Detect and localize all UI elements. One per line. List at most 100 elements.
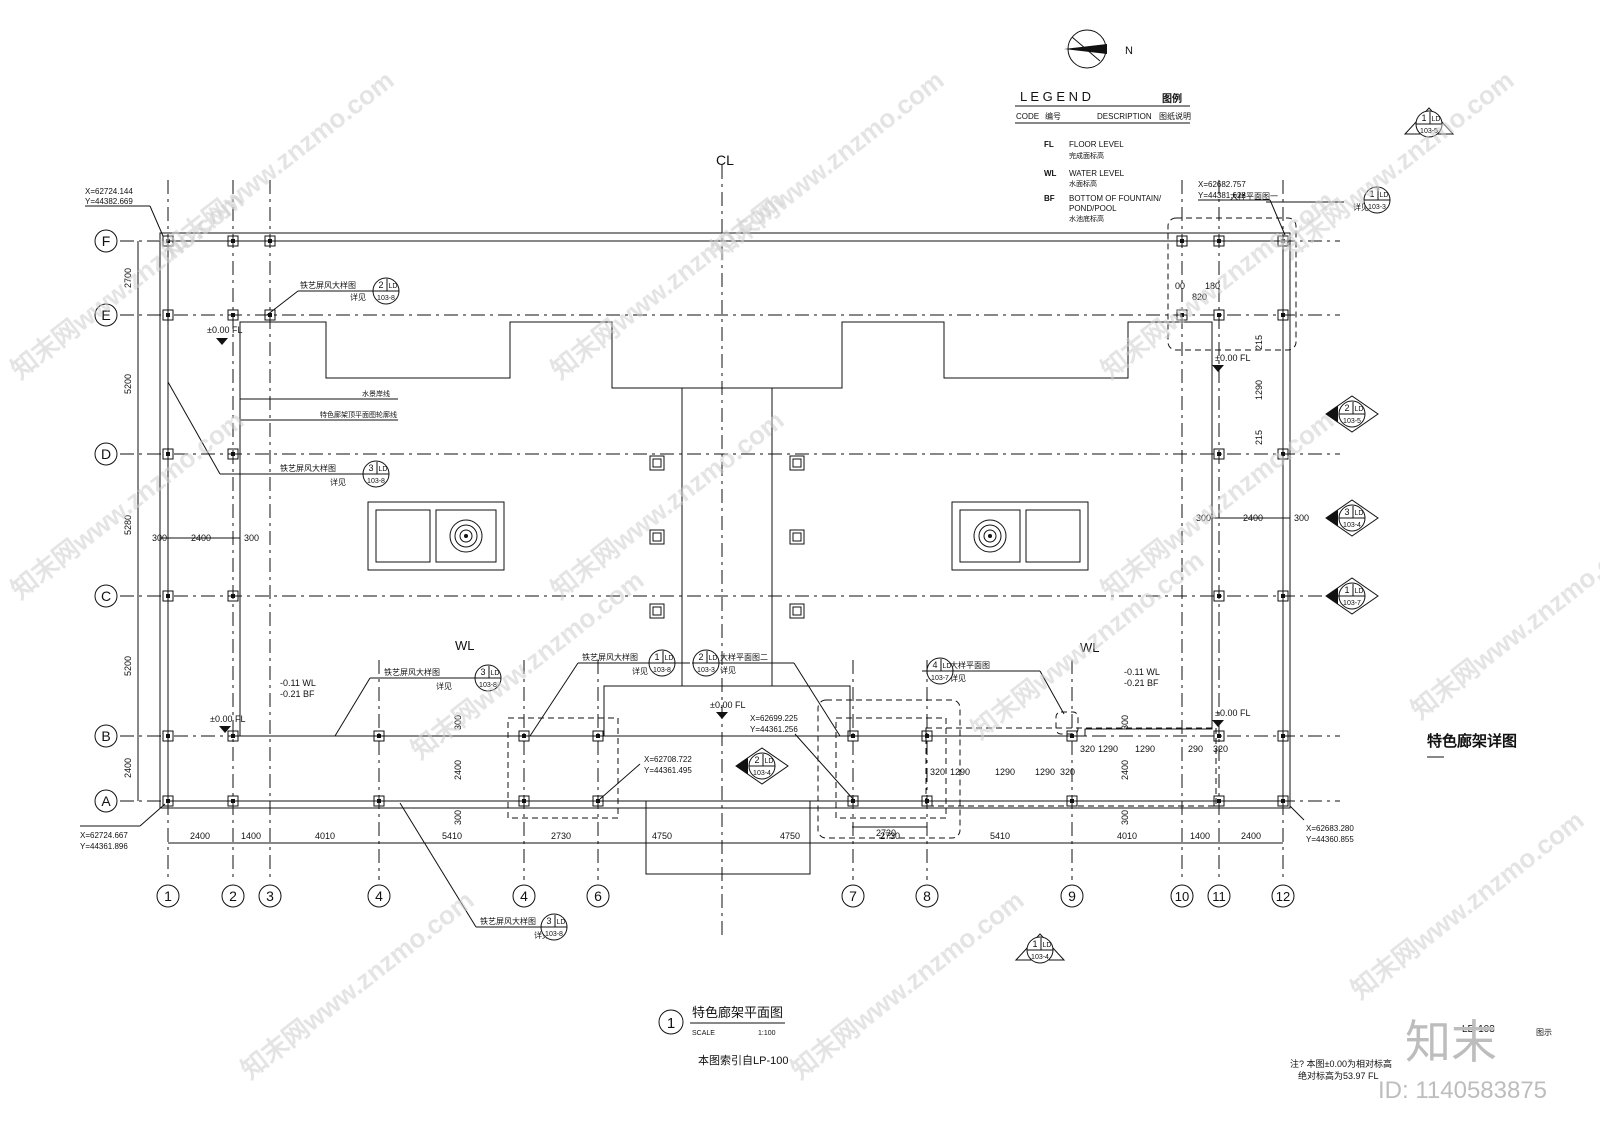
svg-text:Y=44361.256: Y=44361.256 <box>750 725 798 734</box>
column-post-core <box>1281 734 1285 738</box>
legend-title-cn: 图例 <box>1162 92 1182 105</box>
svg-text:2: 2 <box>1344 403 1349 413</box>
svg-text:-0.21 BF: -0.21 BF <box>1124 678 1159 688</box>
grid-row-bubble: F <box>94 229 118 253</box>
column-post <box>592 795 604 807</box>
svg-text:1290: 1290 <box>1254 380 1264 400</box>
svg-text:特色廊架平面图: 特色廊架平面图 <box>692 1005 783 1020</box>
svg-text:Y=44382.669: Y=44382.669 <box>85 197 133 206</box>
column-post <box>162 448 174 460</box>
column-post-core <box>851 734 855 738</box>
column-post-core <box>231 799 235 803</box>
column-post <box>847 795 859 807</box>
grid-row-bubble: B <box>94 724 118 748</box>
svg-text:Y=44361.896: Y=44361.896 <box>80 842 128 851</box>
svg-text:2400: 2400 <box>190 831 210 841</box>
row-dimensions: 2700 5200 5280 5200 2400 <box>123 241 139 801</box>
watermarks: 知末网www.znzmo.com知末网www.znzmo.com知末网www.z… <box>5 65 1600 1085</box>
svg-text:300: 300 <box>1120 715 1130 730</box>
column-post-core <box>1217 239 1221 243</box>
column-post <box>162 730 174 742</box>
svg-text:103-3: 103-3 <box>697 667 715 674</box>
svg-text:2400: 2400 <box>191 533 211 543</box>
svg-text:2730: 2730 <box>876 828 896 838</box>
north-arrow-icon: N <box>1064 29 1133 69</box>
svg-text:4: 4 <box>932 660 937 670</box>
column-post-core <box>522 734 526 738</box>
columns <box>162 235 1289 807</box>
svg-text:LD: LD <box>557 919 566 926</box>
column-post <box>1277 795 1289 807</box>
svg-text:1: 1 <box>667 1015 675 1032</box>
svg-text:LD: LD <box>1355 588 1364 595</box>
svg-text:1400: 1400 <box>1190 831 1210 841</box>
svg-text:300: 300 <box>244 533 259 543</box>
column-post <box>1213 235 1225 247</box>
grid-col-bubble: 7 <box>841 884 865 908</box>
grid-row-bubble: A <box>94 789 118 813</box>
svg-text:详见: 详见 <box>720 665 736 675</box>
svg-text:300: 300 <box>152 533 167 543</box>
svg-text:2: 2 <box>698 652 703 662</box>
column-post <box>1213 309 1225 321</box>
svg-text:LD: LD <box>765 758 774 765</box>
svg-text:详见: 详见 <box>330 477 346 487</box>
column-post <box>847 730 859 742</box>
watermark-text: 知末网www.znzmo.com <box>705 65 949 265</box>
svg-text:B: B <box>101 728 110 744</box>
svg-text:SCALE: SCALE <box>692 1030 715 1037</box>
legend-code: WL <box>1044 169 1057 178</box>
column-post-core <box>231 452 235 456</box>
grid-col-bubble: 4 <box>512 884 536 908</box>
column-post-core <box>1180 239 1184 243</box>
svg-text:103-4: 103-4 <box>753 770 771 777</box>
column-post-core <box>596 799 600 803</box>
svg-text:LD: LD <box>665 655 674 662</box>
pergola-outline <box>159 232 1291 875</box>
column-post-core <box>1281 239 1285 243</box>
column-post-core <box>1217 313 1221 317</box>
column-post-core <box>166 313 170 317</box>
leader-labels: 铁艺屏风大样图 详见 水景岸线 特色廊架顶平面图轮廓线 铁艺屏风大样图 详见 铁… <box>167 191 1369 940</box>
plan-title: 1 特色廊架平面图 SCALE 1:100 本图索引自LP-100 <box>658 1005 788 1067</box>
svg-text:LD: LD <box>1355 510 1364 517</box>
legend-desc: BOTTOM OF FOUNTAIN/ <box>1069 194 1162 203</box>
column-post <box>1213 795 1225 807</box>
svg-text:5200: 5200 <box>123 374 133 394</box>
svg-text:±0.00 FL: ±0.00 FL <box>207 325 242 335</box>
column-post-core <box>166 452 170 456</box>
legend-col-code-cn: 编号 <box>1045 111 1061 121</box>
svg-text:4750: 4750 <box>780 831 800 841</box>
svg-text:LD: LD <box>491 670 500 677</box>
column-post-core <box>1070 799 1074 803</box>
column-post <box>373 730 385 742</box>
column-post-core <box>1281 799 1285 803</box>
svg-text:WL: WL <box>455 638 475 653</box>
column-post <box>373 795 385 807</box>
column-post <box>1277 590 1289 602</box>
column-post-core <box>925 734 929 738</box>
svg-text:-0.21 BF: -0.21 BF <box>280 689 315 699</box>
svg-text:详见: 详见 <box>350 292 366 302</box>
svg-text:1290: 1290 <box>1098 744 1118 754</box>
row-bubbles: F E D C B A <box>94 229 118 813</box>
column-post-core <box>1217 799 1221 803</box>
grid-col-bubble: 10 <box>1170 884 1194 908</box>
svg-text:1: 1 <box>1344 585 1349 595</box>
grid-col-bubble: 1 <box>156 884 180 908</box>
side-title: 特色廊架详图 <box>1427 732 1517 750</box>
svg-text:2400: 2400 <box>1241 831 1261 841</box>
svg-text:X=62699.225: X=62699.225 <box>750 714 798 723</box>
svg-text:2400: 2400 <box>453 760 463 780</box>
column-post-core <box>1070 734 1074 738</box>
grid-col-bubble: 4 <box>367 884 391 908</box>
notes: 注? 本图±0.00为相对标高 绝对标高为53.97 FL LD-103 图示 <box>1290 1024 1552 1081</box>
svg-text:300: 300 <box>1196 513 1211 523</box>
column-post-core <box>231 313 235 317</box>
svg-text:8: 8 <box>923 888 931 904</box>
